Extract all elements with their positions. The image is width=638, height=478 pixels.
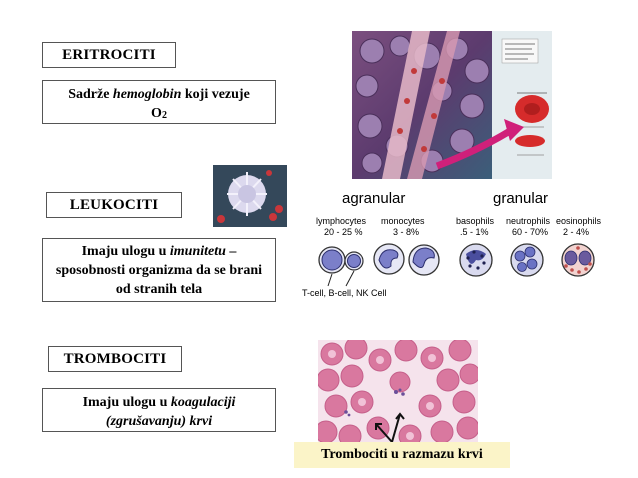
eritrociti-desc-suffix: koji vezuje: [181, 87, 250, 102]
trombociti-description: Imaju ulogu u koagulaciji (zgrušavanju) …: [42, 388, 276, 432]
group-label-granular: granular: [493, 190, 549, 207]
cell-name-eosinophils: eosinophils: [556, 216, 602, 226]
leukociti-desc-prefix: Imaju ulogu u: [81, 244, 170, 259]
leukocyte-sem-image: [213, 165, 287, 227]
leukociti-description: Imaju ulogu u imunitetu – sposobnosti or…: [42, 238, 276, 302]
neutrophil-cell-icon: [510, 243, 544, 277]
erythrocyte-micrograph-svg: [352, 31, 552, 179]
lymphocyte-subtypes-note: T-cell, B-cell, NK Cell: [302, 288, 387, 298]
lymphocyte-small-cell-icon: [344, 251, 364, 271]
blood-smear-image: [318, 340, 478, 446]
eritrociti-desc-prefix: Sadrže: [68, 87, 113, 102]
monocyte-cell-icon-2: [408, 244, 440, 276]
eritrociti-description: Sadrže hemoglobin koji vezuje O2: [42, 80, 276, 124]
cell-name-monocytes: monocytes: [381, 216, 425, 226]
wbc-types-diagram: agranular granular lymphocytes 20 - 25 %…: [298, 188, 614, 304]
group-label-agranular: agranular: [342, 190, 406, 207]
blood-smear-caption: Trombociti u razmazu krvi: [294, 442, 510, 468]
trombociti-desc-italic: koagulaciji (zgrušavanju) krvi: [105, 395, 236, 429]
basophil-cell-icon: [459, 243, 493, 277]
eosinophil-cell-icon: [561, 243, 595, 277]
leukociti-desc-suffix: – sposobnosti organizma da se brani od s…: [55, 244, 263, 297]
cell-name-neutrophils: neutrophils: [506, 216, 551, 226]
cell-name-basophils: basophils: [456, 216, 495, 226]
erythrocyte-micrograph: [352, 31, 552, 179]
leukociti-title: LEUKOCITI: [46, 192, 182, 218]
leukociti-desc-italic: imunitetu: [169, 244, 226, 259]
lymphocyte-cell-icon: [318, 246, 346, 274]
cell-name-lymphocytes: lymphocytes: [316, 216, 367, 226]
cell-range-lymphocytes: 20 - 25 %: [324, 227, 363, 237]
eritrociti-title: ERITROCITI: [42, 42, 176, 68]
wbc-cells-svg: [318, 243, 595, 287]
cell-range-neutrophils: 60 - 70%: [512, 227, 549, 237]
eritrociti-desc-italic: hemoglobin: [112, 87, 182, 102]
eritrociti-desc-o: O: [151, 106, 162, 121]
cell-range-monocytes: 3 - 8%: [393, 227, 420, 237]
cell-range-basophils: .5 - 1%: [460, 227, 489, 237]
cell-range-eosinophils: 2 - 4%: [563, 227, 590, 237]
leukocyte-sem-svg: [213, 165, 287, 227]
blood-smear-svg: [318, 340, 478, 446]
eritrociti-desc-sub: 2: [161, 110, 167, 121]
monocyte-cell-icon: [373, 243, 405, 275]
trombociti-desc-prefix: Imaju ulogu u: [82, 395, 171, 410]
trombociti-title: TROMBOCITI: [48, 346, 182, 372]
